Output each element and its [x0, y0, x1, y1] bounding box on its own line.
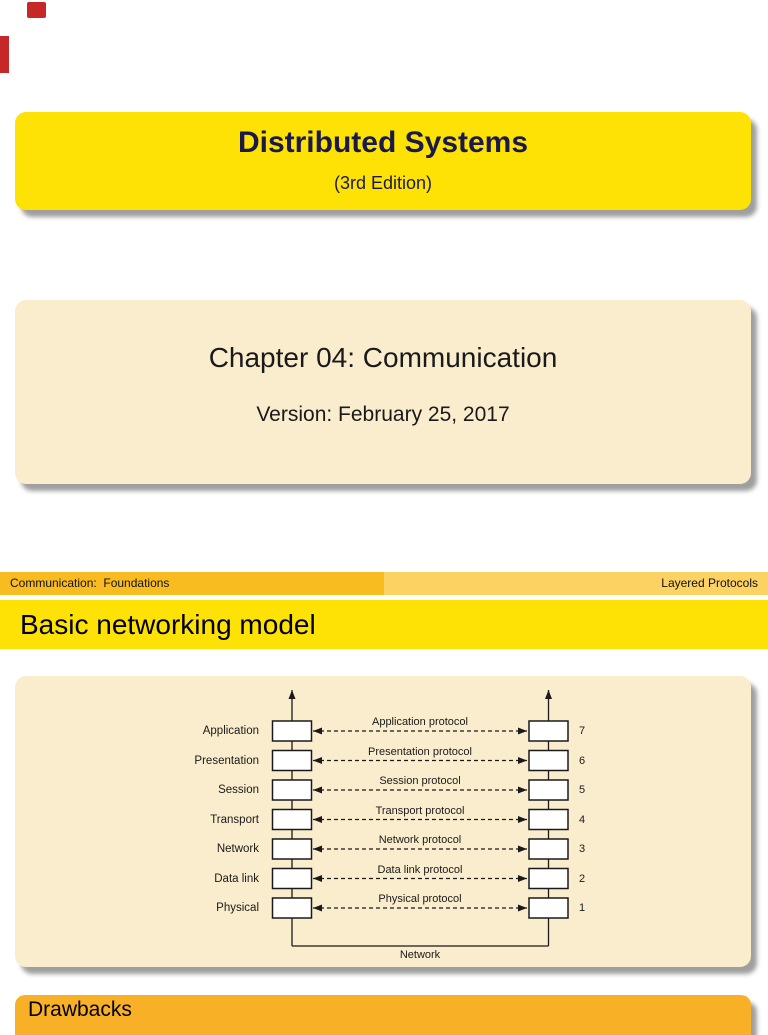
layer-number: 1	[579, 902, 586, 914]
layer-box	[528, 897, 569, 919]
layer-box	[271, 867, 313, 890]
protocol-label: Network protocol	[378, 834, 462, 846]
layer-number: 6	[579, 754, 586, 767]
frame-title-bar: Basic networking model	[0, 600, 768, 649]
layer-row: Presentation Presentation protocol 6	[15, 746, 751, 771]
chapter-card: Chapter 04: Communication Version: Febru…	[15, 300, 751, 484]
layer-box	[271, 808, 313, 831]
layer-row: Session Session protocol 5	[15, 775, 751, 800]
layer-row: Data link Data link protocol 2	[15, 864, 751, 889]
layer-box	[528, 838, 569, 860]
protocol-label: Presentation protocol	[368, 745, 472, 758]
osi-diagram-connectors	[271, 690, 569, 947]
layer-box	[528, 867, 569, 890]
layer-name: Transport	[210, 813, 259, 826]
layer-number: 7	[579, 725, 586, 737]
layer-number: 5	[579, 784, 586, 796]
protocol-label: Session protocol	[379, 775, 461, 787]
protocol-label: Data link protocol	[377, 863, 463, 876]
layer-row: Network Network protocol 3	[15, 834, 751, 859]
drawbacks-title: Drawbacks	[28, 998, 132, 1021]
header-left-segment: Communication: Foundations	[0, 572, 384, 595]
red-bar-marker-icon	[0, 36, 9, 73]
slide-header-band: Communication: Foundations Layered Proto…	[0, 572, 768, 595]
layer-name: Presentation	[194, 754, 259, 767]
layer-box	[528, 779, 569, 801]
osi-diagram-card: Application Application protocol 7 Prese…	[15, 676, 751, 967]
layer-row: Application Application protocol 7	[15, 716, 751, 741]
chapter-title: Chapter 04: Communication	[208, 342, 558, 373]
layer-name: Session	[218, 784, 259, 796]
layer-box	[528, 749, 569, 772]
layer-name: Physical	[216, 902, 259, 914]
layer-row: Physical Physical protocol 1	[15, 893, 751, 918]
layer-box	[528, 720, 569, 742]
layer-box	[528, 808, 569, 831]
header-right-segment: Layered Protocols	[384, 572, 768, 595]
layer-box	[271, 720, 313, 742]
layer-box	[271, 838, 313, 860]
frame-title: Basic networking model	[20, 609, 316, 640]
drawbacks-title-bar: Drawbacks	[15, 995, 751, 1035]
header-subsection-label: Layered Protocols	[661, 576, 758, 590]
protocol-label: Transport protocol	[375, 804, 465, 817]
layer-row: Transport Transport protocol 4	[15, 805, 751, 830]
protocol-label: Application protocol	[371, 716, 468, 728]
layer-box	[271, 779, 313, 801]
red-square-marker-icon	[27, 2, 46, 18]
book-edition: (3rd Edition)	[333, 173, 433, 193]
chapter-version: Version: February 25, 2017	[256, 403, 510, 426]
book-title: Distributed Systems	[237, 126, 529, 159]
protocol-label: Physical protocol	[378, 893, 462, 905]
layer-number: 2	[579, 872, 586, 885]
header-section-label: Communication: Foundations	[10, 576, 170, 590]
layer-name: Application	[202, 725, 259, 737]
layer-name: Network	[216, 843, 259, 855]
layer-box	[271, 749, 313, 772]
layer-name: Data link	[214, 872, 259, 885]
book-title-card: Distributed Systems (3rd Edition)	[15, 112, 751, 210]
layer-number: 4	[579, 813, 586, 826]
layer-number: 3	[579, 843, 586, 855]
network-medium-label: Network	[399, 949, 441, 961]
layer-box	[271, 897, 313, 919]
